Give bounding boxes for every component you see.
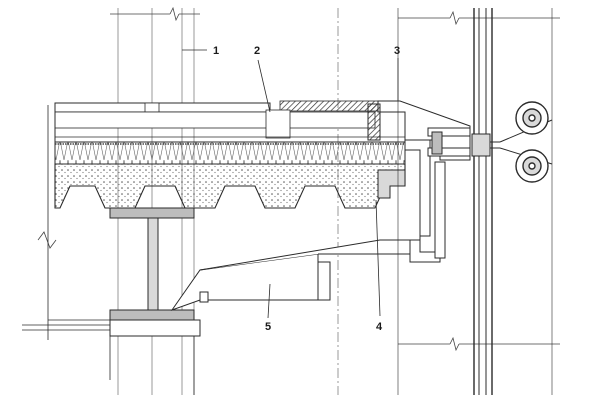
slab-left-edge	[22, 105, 200, 340]
top-edge-profile	[367, 100, 471, 161]
grid-lines	[117, 8, 339, 395]
edge-bracket	[170, 239, 411, 311]
floor-build-up	[54, 100, 406, 209]
label-2: 2	[254, 45, 260, 57]
label-3: 3	[394, 45, 400, 57]
label-1: 1	[213, 45, 219, 57]
break-marks	[37, 6, 560, 352]
steel-beam	[109, 207, 201, 395]
label-5: 5	[265, 321, 271, 333]
curtain-wall	[397, 8, 553, 395]
leader-lines	[182, 49, 399, 319]
cylinder-fixtures	[515, 101, 549, 183]
label-4: 4	[376, 321, 383, 333]
